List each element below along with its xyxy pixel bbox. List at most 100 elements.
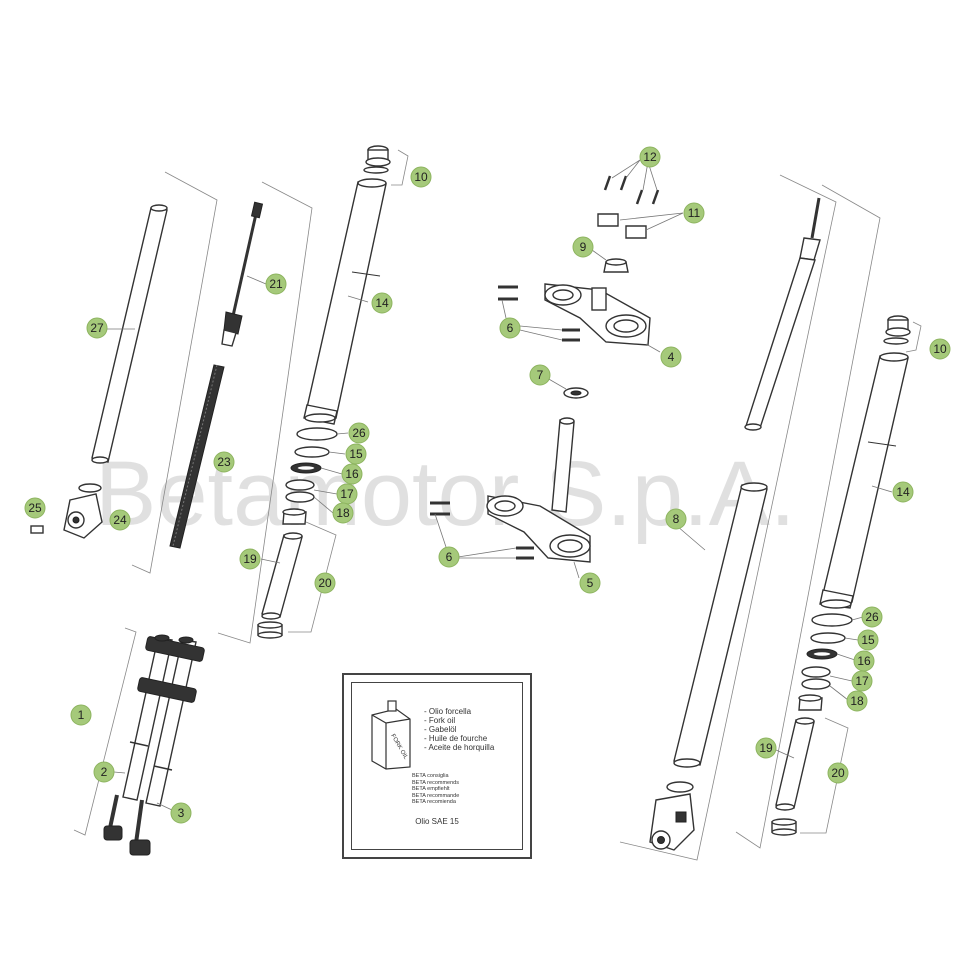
fork-oil-note: FORK OIL - Olio forcella - Fork oil - Ga… bbox=[342, 673, 532, 859]
svg-text:20: 20 bbox=[318, 576, 332, 590]
callout-21: 21 bbox=[265, 273, 287, 295]
svg-text:18: 18 bbox=[336, 506, 350, 520]
svg-text:15: 15 bbox=[861, 633, 875, 647]
svg-text:9: 9 bbox=[580, 240, 587, 254]
fork-cap-10 bbox=[363, 145, 391, 174]
svg-text:16: 16 bbox=[345, 467, 359, 481]
callout-6-upper: 6 bbox=[499, 317, 521, 339]
oil-recommendation-item: BETA recommends bbox=[412, 779, 459, 786]
callout-20-left: 20 bbox=[314, 572, 336, 594]
svg-text:12: 12 bbox=[643, 150, 657, 164]
callout-17-left: 17 bbox=[336, 483, 358, 505]
svg-text:1: 1 bbox=[78, 708, 85, 722]
callout-26-left: 26 bbox=[348, 422, 370, 444]
svg-text:20: 20 bbox=[831, 766, 845, 780]
oil-language-item: - Olio forcella bbox=[424, 707, 472, 716]
svg-text:26: 26 bbox=[352, 426, 366, 440]
svg-text:7: 7 bbox=[537, 368, 544, 382]
seal-stack-right bbox=[801, 613, 864, 701]
upper-triple-clamp-4 bbox=[498, 283, 661, 353]
svg-text:24: 24 bbox=[113, 513, 127, 527]
callout-14-left: 14 bbox=[371, 292, 393, 314]
callout-19-left: 19 bbox=[239, 548, 261, 570]
callout-18-right: 18 bbox=[846, 690, 868, 712]
callout-18-left: 18 bbox=[332, 502, 354, 524]
callout-7: 7 bbox=[529, 364, 551, 386]
svg-text:15: 15 bbox=[349, 447, 363, 461]
callout-24: 24 bbox=[109, 509, 131, 531]
oil-language-item: - Fork oil bbox=[424, 716, 456, 725]
outer-fork-tube-14 bbox=[303, 178, 387, 425]
svg-text:8: 8 bbox=[673, 512, 680, 526]
inner-fork-tube-8 bbox=[669, 197, 821, 768]
lower-triple-clamp-5 bbox=[430, 417, 591, 579]
callout-20-right: 20 bbox=[827, 762, 849, 784]
fork-cap-10-right bbox=[883, 315, 911, 345]
oil-recommendation-item: BETA recomienda bbox=[412, 799, 456, 805]
svg-text:3: 3 bbox=[178, 806, 185, 820]
oil-language-item: - Huile de fourche bbox=[424, 734, 488, 743]
cartridge-rod-21 bbox=[221, 201, 267, 347]
callout-6-lower: 6 bbox=[438, 546, 460, 568]
callout-12: 12 bbox=[639, 146, 661, 168]
svg-text:10: 10 bbox=[414, 170, 428, 184]
bushing-tube-ring-right bbox=[771, 694, 823, 836]
callout-19-right: 19 bbox=[755, 737, 777, 759]
callout-25: 25 bbox=[24, 497, 46, 519]
svg-text:5: 5 bbox=[587, 576, 594, 590]
bearing-7 bbox=[546, 377, 589, 399]
svg-text:14: 14 bbox=[375, 296, 389, 310]
fork-oil-note-frame: FORK OIL - Olio forcella - Fork oil - Ga… bbox=[351, 682, 523, 850]
svg-text:17: 17 bbox=[340, 487, 354, 501]
callout-16-left: 16 bbox=[341, 463, 363, 485]
svg-text:27: 27 bbox=[90, 321, 104, 335]
oil-recommendation-item: BETA empfiehlt bbox=[412, 786, 450, 792]
callout-26-right: 26 bbox=[861, 606, 883, 628]
callout-10-right: 10 bbox=[929, 338, 951, 360]
callout-5: 5 bbox=[579, 572, 601, 594]
callout-17-right: 17 bbox=[851, 670, 873, 692]
oil-recommendation-item: BETA recommande bbox=[412, 792, 460, 799]
svg-text:11: 11 bbox=[688, 206, 701, 220]
svg-text:14: 14 bbox=[896, 485, 910, 499]
upper-fork-tube-27 bbox=[91, 204, 168, 464]
svg-text:2: 2 bbox=[101, 765, 108, 779]
svg-text:25: 25 bbox=[28, 501, 42, 515]
callout-15-right: 15 bbox=[857, 629, 879, 651]
callout-10-left: 10 bbox=[410, 166, 432, 188]
callout-9: 9 bbox=[572, 236, 594, 258]
svg-text:6: 6 bbox=[446, 550, 453, 564]
complete-fork-assembly bbox=[103, 634, 205, 856]
oil-language-item: - Gabelöl bbox=[424, 725, 457, 734]
oil-language-list: - Olio forcella - Fork oil - Gabelöl - H… bbox=[424, 707, 494, 752]
steering-nut-9 bbox=[591, 249, 629, 273]
svg-text:19: 19 bbox=[759, 741, 773, 755]
callout-8: 8 bbox=[665, 508, 687, 530]
callout-1: 1 bbox=[70, 704, 92, 726]
callout-2: 2 bbox=[93, 761, 115, 783]
fork-spring-23 bbox=[169, 364, 225, 549]
svg-text:23: 23 bbox=[217, 455, 231, 469]
callout-3: 3 bbox=[170, 802, 192, 824]
svg-text:19: 19 bbox=[243, 552, 257, 566]
assembly-brackets bbox=[73, 149, 922, 861]
callout-23: 23 bbox=[213, 451, 235, 473]
callout-11: 11 bbox=[683, 202, 705, 224]
svg-text:18: 18 bbox=[850, 694, 864, 708]
axle-foot-right bbox=[649, 781, 695, 851]
seal-stack-left bbox=[285, 427, 349, 514]
axle-clamp-24 bbox=[30, 483, 103, 539]
callout-14-right: 14 bbox=[892, 481, 914, 503]
svg-text:16: 16 bbox=[857, 654, 871, 668]
oil-recommendation-item: BETA consiglia bbox=[412, 773, 449, 779]
svg-text:6: 6 bbox=[507, 321, 514, 335]
oil-recommendation-list: BETA consiglia BETA recommends BETA empf… bbox=[412, 773, 459, 806]
oil-language-item: - Aceite de horquilla bbox=[424, 743, 495, 752]
outer-fork-tube-14-right bbox=[819, 352, 909, 609]
svg-text:21: 21 bbox=[269, 277, 283, 291]
callout-27: 27 bbox=[86, 317, 108, 339]
callout-4: 4 bbox=[660, 346, 682, 368]
svg-text:17: 17 bbox=[855, 674, 869, 688]
svg-text:10: 10 bbox=[933, 342, 947, 356]
